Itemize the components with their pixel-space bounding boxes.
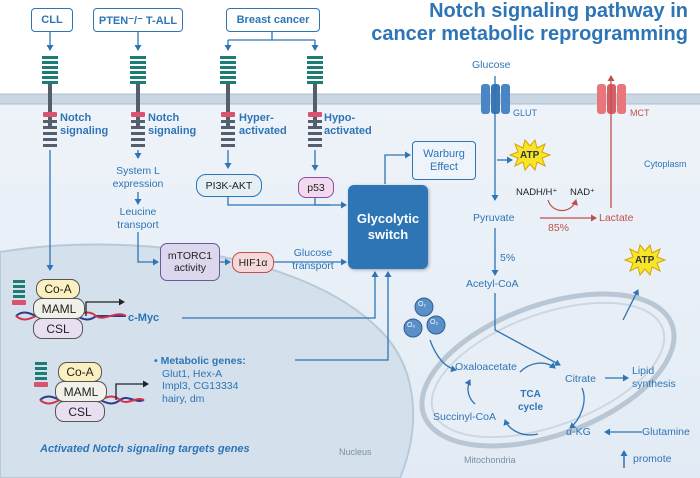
- tca-cycle-label: TCA cycle: [518, 388, 543, 414]
- lipid-line1: Lipid: [632, 365, 655, 377]
- notch-complex-receptor-2: [34, 362, 48, 387]
- o2-bubbles: [403, 297, 446, 338]
- nucleus-label: Nucleus: [339, 447, 372, 457]
- maml-1: MAML: [33, 298, 85, 319]
- metabolic-genes-title: • Metabolic genes:: [154, 355, 246, 367]
- atp-star-mito: [623, 243, 667, 277]
- hyper-line2: activated: [239, 125, 287, 137]
- pct-5-label: 5%: [500, 252, 516, 264]
- lipid-synthesis-label: Lipid synthesis: [632, 365, 676, 391]
- hyper-line1: Hyper-: [239, 112, 274, 124]
- hyper-activated-label: Hyper- activated: [239, 112, 287, 138]
- co-a-1: Co-A: [36, 279, 80, 299]
- nad-label: NAD⁺: [570, 187, 596, 198]
- leucine-line1: Leucine: [119, 206, 157, 218]
- cytoplasm-label: Cytoplasm: [644, 159, 687, 169]
- condition-breast-cancer: Breast cancer: [226, 8, 320, 32]
- glutamine-label: Glutamine: [642, 426, 690, 438]
- pi3k-akt-node: PI3K-AKT: [196, 174, 262, 197]
- warburg-line1: Warburg: [423, 147, 465, 160]
- maml-2: MAML: [55, 381, 107, 402]
- leucine-transport: Leucine transport: [103, 206, 173, 232]
- system-l-line2: expression: [112, 178, 164, 190]
- glut-label: GLUT: [513, 108, 538, 118]
- co-a-2: Co-A: [58, 362, 102, 382]
- system-l-line1: System L: [116, 165, 160, 177]
- lactate-label: Lactate: [599, 212, 634, 224]
- tca-line1: TCA: [520, 389, 541, 400]
- receptor-hypo: [307, 56, 323, 147]
- citrate-label: Citrate: [565, 373, 596, 385]
- title-line-1: Notch signaling pathway in: [429, 0, 688, 22]
- atp-label-mito: ATP: [635, 255, 655, 266]
- notch-signaling-1-line1: Notch: [60, 112, 92, 124]
- glucose-transport-label: Glucose transport: [284, 247, 342, 273]
- glucose-transport-line1: Glucose: [293, 247, 333, 259]
- receptor-cll: [42, 56, 58, 147]
- o2-label-2: O₂: [407, 322, 416, 329]
- hypo-line1: Hypo-: [324, 112, 356, 124]
- oxaloacetate-label: Oxaloacetate: [455, 361, 517, 373]
- nadh-label: NADH/H⁺: [516, 187, 558, 198]
- glycolytic-switch-node: Glycolytic switch: [348, 185, 428, 269]
- metabolic-genes-line-1: Glut1, Hex-A: [162, 367, 223, 380]
- tca-cycle-arrows: [464, 362, 585, 436]
- c-myc-label: c-Myc: [128, 312, 160, 324]
- condition-cll: CLL: [31, 8, 73, 32]
- hypo-activated-label: Hypo- activated: [324, 112, 372, 138]
- hif1a-node: HIF1α: [232, 252, 274, 273]
- receptor-hyper: [220, 56, 236, 147]
- glycolytic-line2: switch: [367, 227, 409, 242]
- mitochondria-label: Mitochondria: [464, 455, 516, 465]
- legend-promote-label: promote: [633, 453, 672, 465]
- p53-node: p53: [298, 177, 334, 198]
- cell-membrane: [0, 94, 700, 104]
- nucleus-shape: [0, 243, 415, 478]
- receptor-pten: [130, 56, 146, 147]
- csl-1: CSL: [33, 318, 83, 339]
- pct-85-label: 85%: [548, 222, 570, 234]
- metabolic-title-text: Metabolic genes:: [160, 355, 246, 367]
- title-line-2: cancer metabolic reprogramming: [371, 23, 688, 45]
- mtorc1-line2: activity: [173, 262, 207, 274]
- notch-signaling-1-line2: signaling: [60, 125, 109, 137]
- akg-label: α-KG: [566, 426, 591, 438]
- mtorc1-node: mTORC1 activity: [160, 243, 220, 281]
- mitochondrion-shape: [419, 291, 677, 449]
- system-l-expression: System L expression: [103, 165, 173, 191]
- notch-signaling-label-1: Notch signaling: [60, 112, 108, 138]
- succinyl-coa-label: Succinyl-CoA: [433, 411, 497, 423]
- nucleus-caption: Activated Notch signaling targets genes: [40, 443, 250, 455]
- o2-label-3: O₂: [430, 319, 439, 326]
- glycolytic-line1: Glycolytic: [356, 211, 420, 226]
- warburg-line2: Effect: [430, 160, 458, 173]
- metabolic-genes-line-2: Impl3, CG13334: [162, 380, 239, 392]
- glucose-label: Glucose: [472, 59, 511, 71]
- atp-star-top: [508, 138, 552, 172]
- notch-signaling-2-line1: Notch: [148, 112, 180, 124]
- condition-pten-t-all: PTEN⁻/⁻ T-ALL: [93, 8, 183, 32]
- notch-signaling-label-2: Notch signaling: [148, 112, 196, 138]
- lipid-line2: synthesis: [632, 378, 676, 390]
- notch-signaling-2-line2: signaling: [148, 125, 197, 137]
- o2-label-1: O₂: [418, 301, 427, 308]
- mtorc1-line1: mTORC1: [167, 250, 213, 262]
- acetyl-coa-label: Acetyl-CoA: [466, 278, 519, 290]
- leucine-line2: transport: [117, 219, 159, 231]
- glucose-transport-line2: transport: [292, 260, 334, 272]
- warburg-effect-node: Warburg Effect: [412, 141, 476, 180]
- hypo-line2: activated: [324, 125, 372, 137]
- notch-complex-receptor-1: [12, 280, 26, 305]
- pyruvate-label: Pyruvate: [473, 212, 515, 224]
- tca-line2: cycle: [518, 402, 544, 413]
- csl-2: CSL: [55, 401, 105, 422]
- atp-label-top: ATP: [520, 150, 540, 161]
- mct-label: MCT: [630, 108, 650, 118]
- metabolic-genes-line-3: hairy, dm: [162, 392, 205, 405]
- metabolic-genes-list: • Metabolic genes: Glut1, Hex-A Impl3, C…: [154, 355, 246, 405]
